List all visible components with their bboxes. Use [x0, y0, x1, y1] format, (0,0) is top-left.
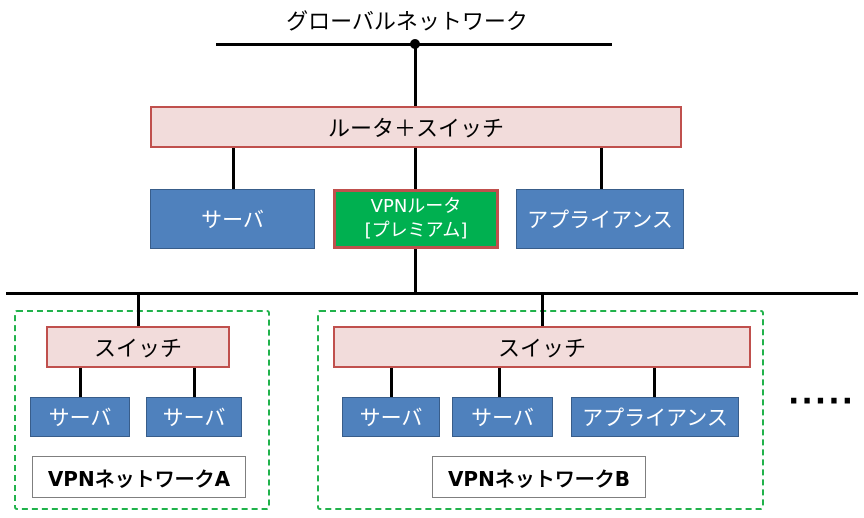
network-b-connector-1	[390, 368, 393, 398]
vpn-network-a-group	[14, 310, 270, 510]
connector-vpn-router	[414, 148, 417, 190]
vpn-network-a-label: VPNネットワークA	[32, 456, 246, 498]
network-a-connector-1	[79, 368, 82, 398]
network-a-switch: スイッチ	[46, 326, 230, 368]
global-network-label: グローバルネットワーク	[286, 10, 528, 35]
network-a-server-1: サーバ	[30, 397, 130, 437]
vpn-router-downlink	[414, 249, 417, 293]
network-b-server-2: サーバ	[452, 397, 553, 437]
server-box-top: サーバ	[150, 189, 315, 249]
network-b-appliance: アプライアンス	[571, 397, 739, 437]
connector-server	[232, 148, 235, 190]
connector-appliance	[600, 148, 603, 190]
network-b-server-1: サーバ	[342, 397, 440, 437]
network-b-switch: スイッチ	[333, 326, 751, 368]
router-switch-box: ルータ＋スイッチ	[150, 106, 682, 148]
network-a-uplink	[137, 295, 140, 327]
network-b-uplink	[541, 295, 544, 327]
vpn-network-b-label: VPNネットワークB	[432, 456, 646, 498]
network-b-connector-2	[498, 368, 501, 398]
more-networks-ellipsis: ·····	[788, 384, 855, 419]
network-a-server-2: サーバ	[146, 397, 242, 437]
network-b-connector-3	[653, 368, 656, 398]
vpn-router-premium-label: [プレミアム]	[364, 220, 468, 241]
uplink-line	[414, 46, 417, 106]
network-a-connector-2	[193, 368, 196, 398]
vpn-network-b-group	[317, 310, 764, 510]
vpn-backbone-line	[6, 292, 858, 295]
appliance-box-top: アプライアンス	[516, 189, 684, 249]
vpn-router-premium-box: VPNルータ [プレミアム]	[333, 189, 499, 249]
vpn-router-label: VPNルータ	[370, 196, 462, 217]
network-junction-dot	[410, 39, 420, 49]
